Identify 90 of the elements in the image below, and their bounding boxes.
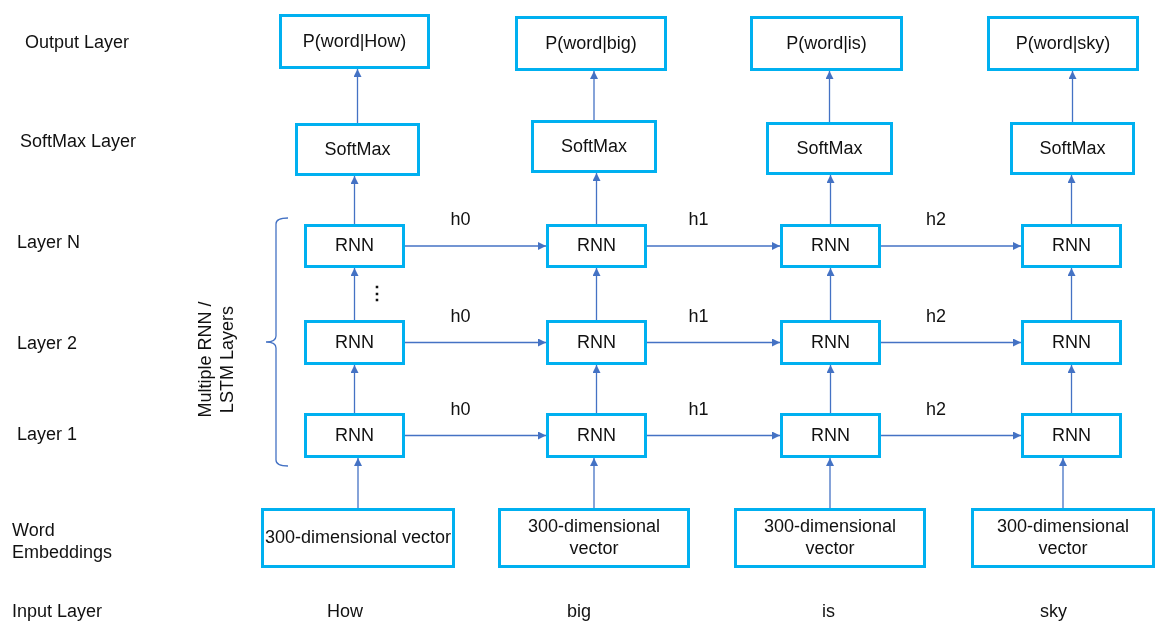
- box-label: RNN: [811, 235, 850, 257]
- layer-box: [304, 320, 405, 365]
- layer-box: [780, 320, 881, 365]
- arrow: [826, 457, 834, 509]
- arrow: [404, 242, 547, 250]
- input-word: is: [822, 601, 835, 623]
- layer-box: [1021, 320, 1122, 365]
- box-label: P(word|is): [786, 32, 867, 55]
- layer-box: [261, 508, 455, 568]
- layer-box: [515, 16, 667, 71]
- input-word: sky: [1040, 601, 1067, 623]
- layer-box: [1010, 122, 1135, 175]
- layer-box: [766, 122, 893, 175]
- arrow: [404, 338, 547, 347]
- box-label: RNN: [811, 331, 850, 354]
- layer-box: [750, 16, 903, 71]
- layer-box: [546, 320, 647, 365]
- layer-box: [734, 508, 926, 568]
- arrow: [1067, 267, 1076, 321]
- layer-box: [1021, 413, 1122, 458]
- arrow: [880, 242, 1022, 250]
- layer-box: [971, 508, 1155, 568]
- row-label: Layer 1: [17, 424, 78, 446]
- box-label: RNN: [335, 424, 374, 447]
- box-label: RNN: [1052, 424, 1091, 447]
- box-label: RNN: [811, 424, 850, 447]
- box-label: P(word|big): [545, 32, 637, 55]
- vertical-ellipsis: ⋮: [368, 283, 386, 305]
- box-label: RNN: [335, 331, 374, 354]
- box-label: SoftMax: [561, 135, 627, 158]
- layer-box: [1021, 224, 1122, 268]
- box-label: P(word|How): [302, 30, 407, 53]
- row-label: Output Layer: [25, 32, 130, 54]
- box-label: 300-dimensional vector: [762, 516, 898, 560]
- input-word: big: [567, 601, 592, 623]
- layer-box: [304, 224, 405, 268]
- box-label: SoftMax: [796, 137, 863, 160]
- arrow: [1059, 457, 1067, 509]
- box-label: RNN: [1052, 235, 1091, 257]
- layer-box: [546, 224, 647, 268]
- input-word: How: [327, 601, 363, 623]
- arrow: [826, 267, 835, 321]
- box-label: RNN: [577, 424, 616, 447]
- row-label: Layer N: [17, 232, 81, 254]
- rotated-label: Multiple RNN / LSTM Layers: [195, 300, 238, 420]
- layer-box: [498, 508, 690, 568]
- arrow: [592, 364, 601, 414]
- arrow: [353, 68, 362, 124]
- arrow: [880, 431, 1022, 440]
- box-label: RNN: [577, 331, 616, 354]
- box-label: 300-dimensional vector: [526, 516, 662, 560]
- arrow: [646, 242, 781, 250]
- box-label: RNN: [335, 235, 374, 257]
- arrow: [350, 175, 359, 225]
- box-label: 300-dimensional vector: [995, 516, 1131, 560]
- row-label: SoftMax Layer: [20, 131, 137, 153]
- layer-box: [295, 123, 420, 176]
- arrow: [826, 174, 835, 225]
- arrow: [592, 267, 601, 321]
- layer-box: [304, 413, 405, 458]
- arrow: [826, 364, 835, 414]
- arrow: [1068, 70, 1077, 123]
- layer-box: [279, 14, 430, 69]
- layer-box: [546, 413, 647, 458]
- arrow: [354, 457, 362, 509]
- arrow: [590, 457, 598, 509]
- arrow: [590, 70, 598, 121]
- box-label: 300-dimensional vector: [264, 527, 452, 549]
- box-label: P(word|sky): [1015, 32, 1111, 55]
- arrow: [1067, 174, 1076, 225]
- box-label: SoftMax: [1039, 137, 1106, 160]
- box-label: RNN: [1052, 331, 1091, 354]
- arrow: [880, 338, 1022, 347]
- box-label: RNN: [577, 235, 616, 257]
- layer-box: [780, 224, 881, 268]
- box-label: SoftMax: [324, 138, 391, 161]
- row-label: Word Embeddings: [12, 520, 114, 564]
- arrow: [404, 431, 547, 440]
- layer-box: [531, 120, 657, 173]
- arrow: [646, 338, 781, 347]
- arrow: [592, 172, 601, 225]
- row-label: Layer 2: [17, 333, 78, 355]
- arrow: [350, 364, 359, 414]
- arrow: [646, 431, 781, 440]
- arrow: [1067, 364, 1076, 414]
- layer-box: [987, 16, 1139, 71]
- layer-box: [780, 413, 881, 458]
- arrow: [350, 267, 359, 321]
- row-label: Input Layer: [12, 601, 103, 623]
- arrow: [825, 70, 834, 123]
